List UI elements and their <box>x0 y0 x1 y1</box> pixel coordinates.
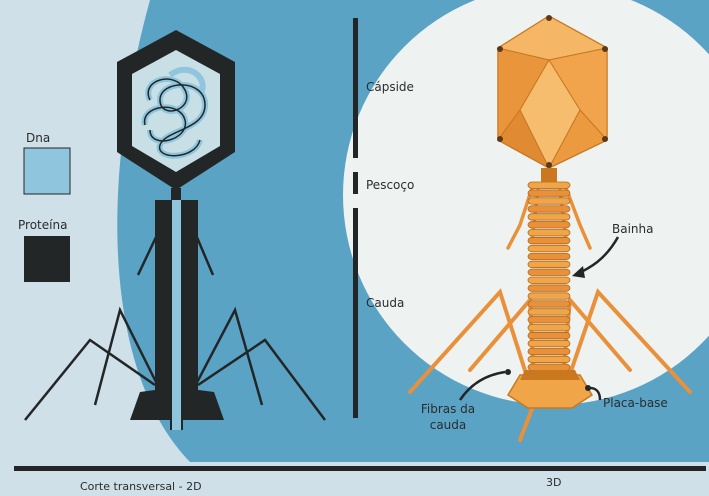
tail-2d-right <box>182 200 198 390</box>
baseplate-label: Placa-base <box>603 396 668 410</box>
caption-3d: 3D <box>546 476 561 490</box>
tail-fibers-label-line1: Fibras da <box>410 402 486 416</box>
sheath-ring <box>528 309 570 315</box>
sheath-ring <box>528 253 570 259</box>
baseplate-dot <box>585 385 591 391</box>
capsid-bar <box>353 18 358 158</box>
capsid-label: Cápside <box>366 80 414 94</box>
sheath-ring <box>528 332 570 338</box>
sheath-ring <box>528 261 570 267</box>
sheath-ring <box>528 182 570 188</box>
section-bars <box>353 18 358 418</box>
sheath-ring <box>528 230 570 236</box>
sheath-ring <box>528 317 570 323</box>
sheath-ring <box>528 301 570 307</box>
sheath-ring <box>528 206 570 212</box>
sheath-ring <box>528 293 570 299</box>
sheath-ring <box>528 356 570 362</box>
sheath-ring <box>528 214 570 220</box>
sheath-ring <box>528 269 570 275</box>
fibers-dot <box>505 369 511 375</box>
bottom-rule <box>14 466 706 471</box>
sheath-ring <box>528 198 570 204</box>
sheath-ring <box>528 245 570 251</box>
tail-2d-left <box>155 200 171 390</box>
sheath-ring <box>528 277 570 283</box>
sheath-ring <box>528 340 570 346</box>
sheath-ring <box>528 364 570 370</box>
legend-protein-label: Proteína <box>18 218 67 232</box>
dna-swatch <box>24 148 70 194</box>
tail-fibers-label-line2: cauda <box>410 418 486 432</box>
baseplate-2d-left <box>130 388 170 420</box>
baseplate-3d-top <box>520 370 580 380</box>
tail-label: Cauda <box>366 296 404 310</box>
sheath-label: Bainha <box>612 222 653 236</box>
sheath-ring <box>528 237 570 243</box>
protein-swatch <box>24 236 70 282</box>
tail-bar <box>353 208 358 418</box>
sheath-ring <box>528 222 570 228</box>
sheath-ring <box>528 348 570 354</box>
neck-3d <box>541 168 557 182</box>
sheath-ring <box>528 325 570 331</box>
caption-2d: Corte transversal - 2D <box>80 480 202 494</box>
neck-bar <box>353 172 358 194</box>
sheath-ring <box>528 285 570 291</box>
legend-dna-label: Dna <box>26 131 50 145</box>
sheath-ring <box>528 190 570 196</box>
neck-label: Pescoço <box>366 178 414 192</box>
tail-2d-core <box>171 200 182 430</box>
neck-2d <box>171 188 181 202</box>
